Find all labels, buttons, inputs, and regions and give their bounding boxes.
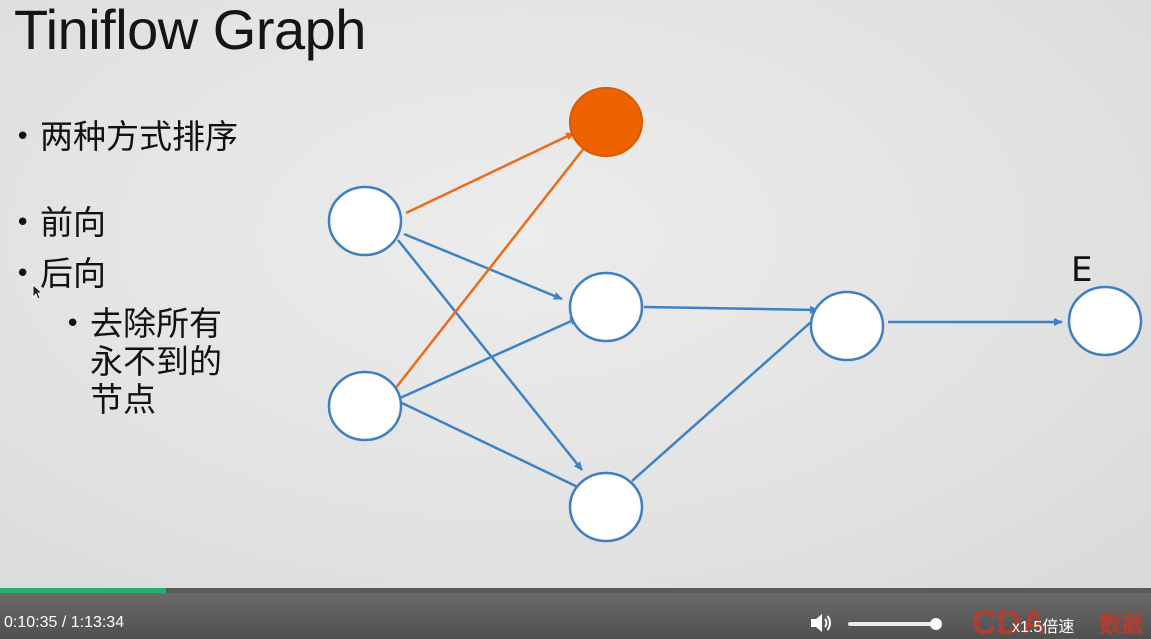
playback-speed-button[interactable]: x1.5倍速	[1012, 619, 1075, 636]
edges	[379, 131, 1063, 492]
slide-title: Tiniflow Graph	[14, 0, 366, 61]
bullet-item-1: • 两种方式排序	[15, 117, 250, 156]
cda-logo: CDA 数据	[972, 604, 1143, 639]
bullet-dot: •	[15, 259, 31, 289]
bullet-text: 去除所有永不到的节点	[90, 304, 222, 419]
bullet-item-3: • 后向	[15, 254, 106, 293]
graph-node-output-e	[1067, 285, 1143, 357]
edge-b-to-d	[401, 401, 585, 492]
video-progress-bar[interactable]	[0, 588, 1151, 593]
edge-c-to-f	[643, 305, 819, 314]
slide-area: Tiniflow Graph • 两种方式排序 • 前向 • 后向 • 去除所有…	[0, 0, 1151, 590]
volume-slider-handle[interactable]	[930, 618, 942, 630]
sub-bullet-item: • 去除所有永不到的节点	[65, 304, 245, 419]
video-progress-fill	[0, 588, 166, 593]
graph-node-merge	[809, 290, 885, 362]
graph-node-hidden-1	[568, 271, 644, 343]
svg-text:数据: 数据	[1099, 612, 1143, 638]
graph-node-highlighted	[569, 87, 643, 157]
edge-b-to-c	[399, 316, 579, 400]
bullet-dot: •	[15, 208, 31, 238]
bullet-text: 两种方式排序	[40, 117, 238, 156]
volume-slider[interactable]	[848, 618, 942, 630]
graph-node-input-1	[327, 185, 403, 257]
edge-d-to-f	[631, 313, 821, 482]
mouse-cursor-icon	[32, 284, 42, 300]
bullet-dot: •	[65, 309, 81, 339]
node-label-e: E	[1071, 250, 1093, 290]
volume-icon[interactable]	[808, 611, 834, 635]
svg-text:CDA: CDA	[972, 604, 1046, 639]
bullet-text: 后向	[40, 254, 106, 293]
playback-time: 0:10:35 / 1:13:34	[4, 614, 125, 631]
edge-b-to-orange	[379, 142, 589, 409]
graph-node-hidden-2	[568, 471, 644, 543]
bullet-dot: •	[15, 122, 31, 152]
nodes	[327, 87, 1143, 543]
graph-node-input-2	[327, 370, 403, 442]
bullet-item-2: • 前向	[15, 203, 106, 242]
edge-a-to-orange	[405, 131, 575, 215]
bullet-text: 前向	[40, 203, 106, 242]
graph-diagram	[327, 87, 1143, 543]
edge-a-to-c	[403, 232, 563, 301]
edge-a-to-d	[397, 239, 583, 471]
player-control-bar: 0:10:35 / 1:13:34 CDA 数据 x1.5倍速	[0, 593, 1151, 639]
